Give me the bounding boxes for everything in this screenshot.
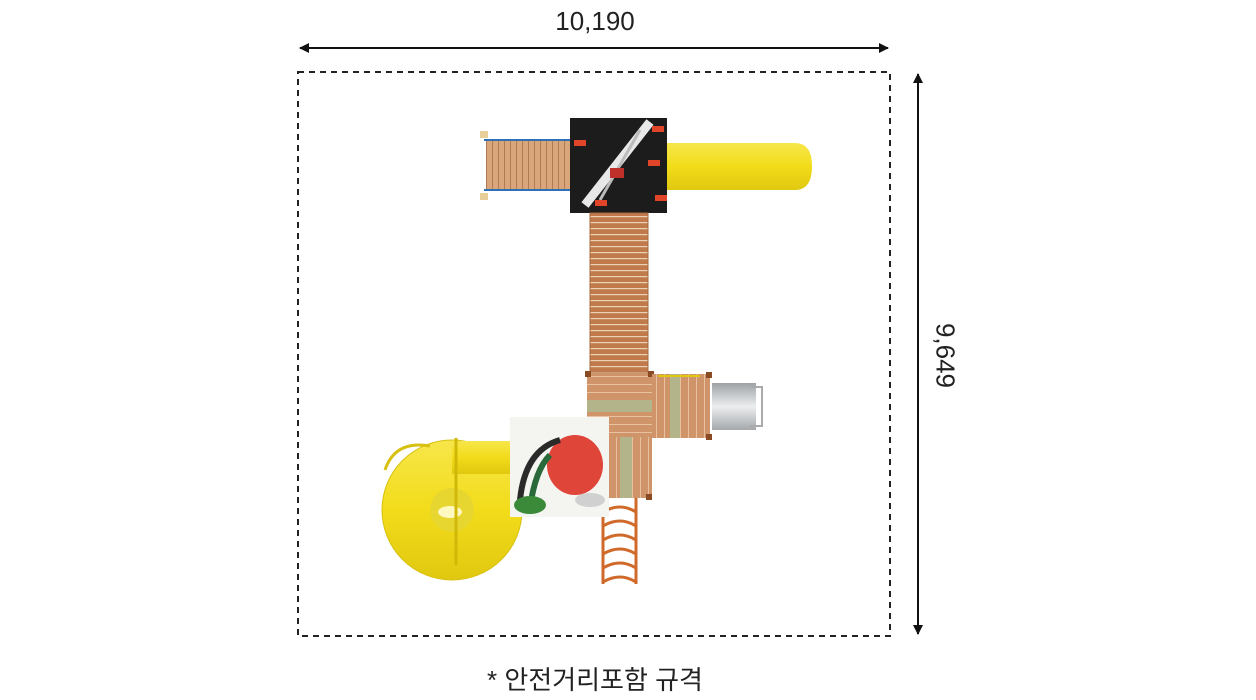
width-dimension-label: 10,190 bbox=[555, 6, 635, 36]
bottom-roof-panel bbox=[510, 417, 609, 517]
safety-zone-boundary bbox=[297, 71, 891, 637]
top-roof-panel bbox=[570, 118, 667, 213]
spiral-tube-slide bbox=[381, 438, 523, 581]
height-dimension-label: 9,649 bbox=[930, 322, 961, 389]
tube-slide-gray bbox=[712, 383, 763, 430]
top-bridge bbox=[480, 131, 572, 200]
vertical-bridge bbox=[589, 212, 649, 374]
straight-slide bbox=[660, 143, 812, 190]
lower-deck bbox=[605, 437, 652, 500]
footnote-safety-distance: * 안전거리포함 규격 bbox=[487, 665, 703, 695]
right-deck bbox=[652, 372, 712, 440]
